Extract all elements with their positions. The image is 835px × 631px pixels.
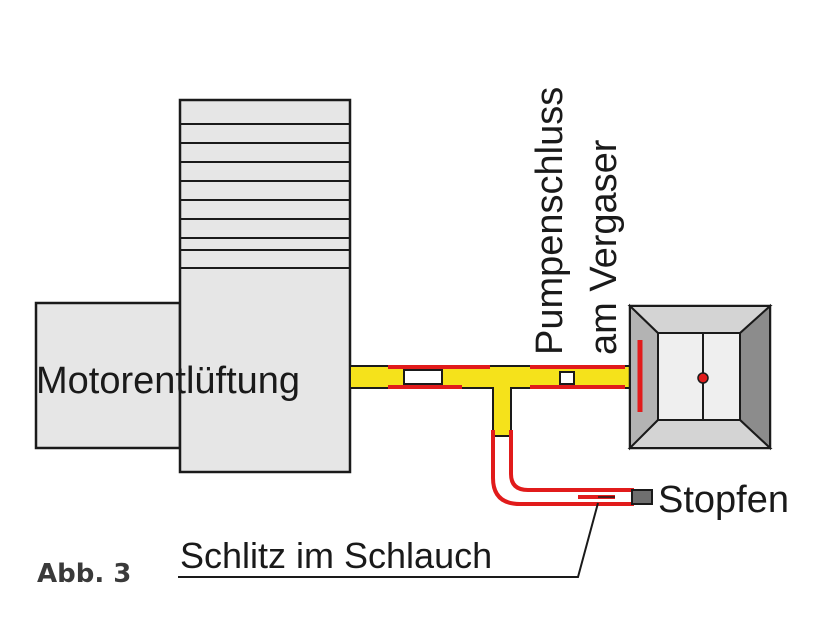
slit-leader-line xyxy=(178,502,599,578)
vent-pipe xyxy=(349,365,633,389)
pump-connection-label-2: am Vergaser xyxy=(583,139,625,355)
hose-to-plug-inner xyxy=(509,430,634,492)
plug xyxy=(631,489,653,505)
crankcase-box xyxy=(34,301,182,450)
engine-vent-label: Motorentlüftung xyxy=(36,360,300,402)
pump-connection-label: Pumpenschluss xyxy=(529,87,571,355)
figure-number: Abb. 3 xyxy=(37,559,131,589)
pipe-opening-left xyxy=(403,369,443,385)
t-junction-stem xyxy=(492,387,512,437)
cylinder-block xyxy=(178,98,352,474)
pipe-opening-right xyxy=(559,371,575,385)
plug-label: Stopfen xyxy=(658,479,789,521)
cooling-fins xyxy=(180,123,350,269)
hose-to-plug xyxy=(491,430,634,506)
carburettor xyxy=(627,303,773,451)
hose-sleeves xyxy=(388,365,625,389)
slit-label: Schlitz im Schlauch xyxy=(180,535,492,576)
t-junction-joint xyxy=(494,386,510,390)
